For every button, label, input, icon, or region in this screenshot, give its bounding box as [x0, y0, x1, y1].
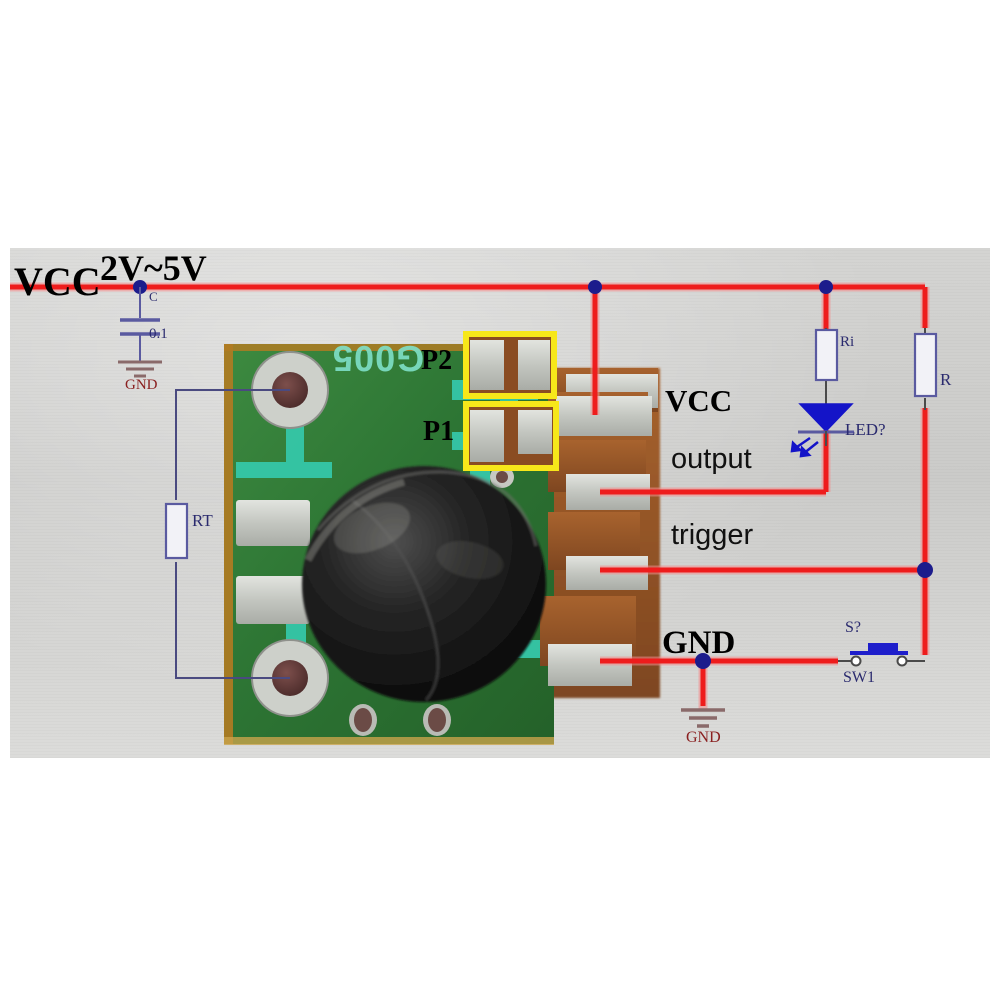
resistor-rt-body — [164, 502, 189, 560]
label-cap-value: 0.1 — [149, 326, 168, 342]
label-pin-output: output — [671, 443, 752, 475]
label-switch-ref: S? — [845, 619, 861, 636]
ground-symbol-bottom — [681, 708, 725, 728]
label-pin-gnd: GND — [662, 625, 736, 661]
solder-jumper-p1 — [468, 407, 554, 465]
label-rt-ref: RT — [192, 511, 213, 530]
label-vcc-supply: VCC — [14, 259, 101, 304]
highlight-box-p1 — [463, 401, 559, 471]
label-led-ref: LED? — [845, 420, 886, 439]
resistor-rt-net — [175, 389, 290, 679]
resistor-r-body — [913, 332, 938, 398]
switch-sw1 — [838, 643, 925, 667]
label-pin-vcc: VCC — [665, 383, 733, 418]
label-pin-trigger: trigger — [671, 519, 754, 551]
label-ri-ref: Ri — [840, 334, 855, 350]
label-r-ref: R — [940, 370, 952, 389]
label-ground-top: GND — [125, 377, 158, 393]
ground-symbol-top — [118, 360, 162, 378]
led-symbol — [790, 403, 854, 458]
label-cap-ref: C — [149, 289, 158, 304]
solder-jumper-p2 — [468, 337, 552, 393]
label-ground-bottom: GND — [686, 729, 721, 746]
label-switch-name: SW1 — [843, 669, 875, 686]
label-p1: P1 — [423, 416, 455, 447]
label-voltage-range: 2V~5V — [100, 248, 207, 288]
highlight-box-p2 — [463, 331, 557, 399]
resistor-ri-body — [814, 328, 839, 382]
label-p2: P2 — [421, 345, 453, 376]
capacitor-c — [120, 287, 160, 362]
epoxy-blob — [302, 466, 546, 702]
junction-dots — [133, 280, 933, 669]
